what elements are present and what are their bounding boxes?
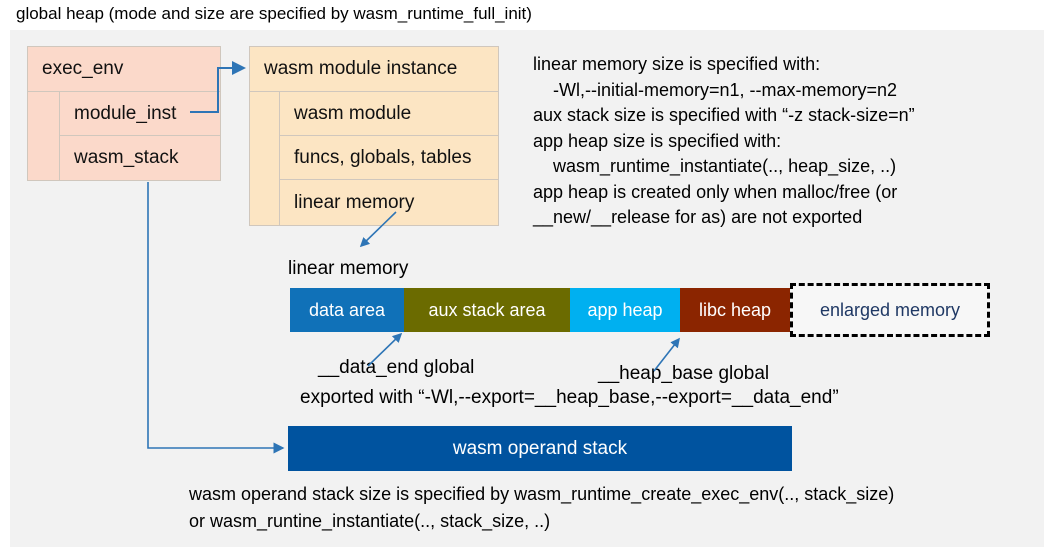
page-title: global heap (mode and size are specified…	[16, 4, 532, 23]
wasm-operand-stack-box: wasm operand stack	[288, 426, 792, 471]
exec-env-box: exec_env module_inst wasm_stack	[27, 46, 221, 181]
exec-env-header: exec_env	[27, 46, 221, 92]
linear-memory-label: linear memory	[288, 258, 409, 279]
memory-segment-libc-heap: libc heap	[680, 288, 790, 332]
exec-env-field-wasm-stack: wasm_stack	[59, 135, 221, 181]
memory-segment-data-area: data area	[290, 288, 404, 332]
wasm-module-instance-box: wasm module instance wasm module funcs, …	[249, 46, 499, 226]
exec-env-field-module-inst: module_inst	[59, 91, 221, 136]
memory-segment-aux-stack-area: aux stack area	[404, 288, 570, 332]
operand-stack-note: wasm operand stack size is specified by …	[189, 484, 895, 531]
annotation-heap-base: __heap_base global	[598, 363, 770, 384]
memory-segment-app-heap: app heap	[570, 288, 680, 332]
module-instance-field-wasm-module: wasm module	[279, 91, 499, 136]
memory-segment-enlarged-memory: enlarged memory	[790, 283, 990, 337]
memory-notes-text: linear memory size is specified with: -W…	[533, 54, 915, 227]
annotation-exported-with: exported with “-Wl,--export=__heap_base,…	[300, 387, 839, 408]
annotation-data-end: __data_end global	[318, 357, 475, 378]
module-instance-header: wasm module instance	[249, 46, 499, 92]
module-instance-field-funcs-globals-tables: funcs, globals, tables	[279, 135, 499, 180]
module-instance-field-linear-memory: linear memory	[279, 179, 499, 226]
